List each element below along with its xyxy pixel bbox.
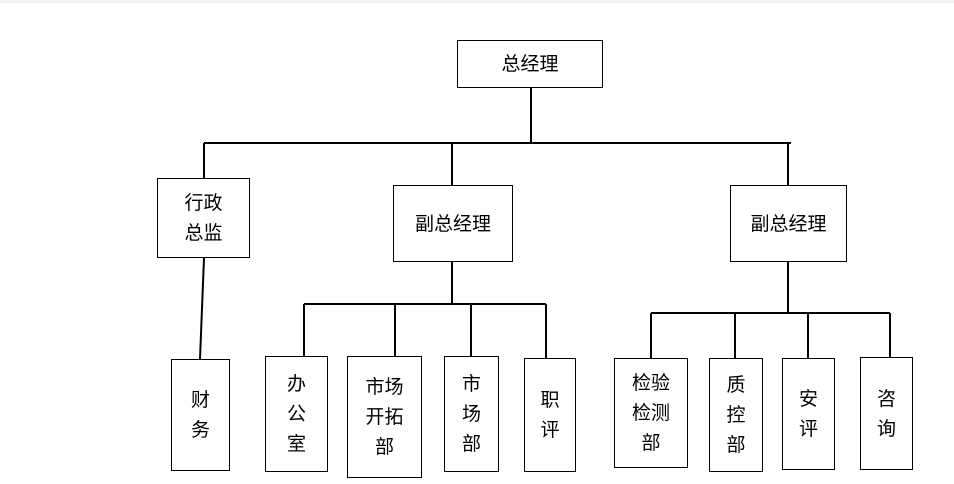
node-admin-director-label: 行政总监 — [184, 192, 223, 244]
connector-admin-to-finance — [199, 257, 205, 360]
node-safety-evaluation-label: 安评 — [798, 388, 818, 440]
node-safety-evaluation: 安评 — [782, 358, 835, 470]
node-admin-director: 行政总监 — [157, 178, 250, 258]
node-market-development: 市场开拓部 — [347, 356, 422, 478]
node-market-dept-label: 市场部 — [461, 373, 481, 455]
node-inspection-testing-label: 检验检测部 — [631, 372, 670, 454]
top-border — [0, 0, 954, 3]
node-deputy-gm-1: 副总经理 — [393, 185, 513, 262]
node-title-evaluation: 职评 — [524, 358, 576, 472]
node-finance: 财务 — [171, 359, 230, 471]
node-consulting: 咨询 — [860, 357, 913, 470]
node-quality-control: 质控部 — [709, 358, 763, 472]
node-inspection-testing: 检验检测部 — [614, 358, 688, 468]
node-deputy-gm-2: 副总经理 — [730, 185, 847, 262]
node-market-dept: 市场部 — [444, 356, 499, 472]
node-consulting-label: 咨询 — [876, 387, 896, 440]
node-finance-label: 财务 — [190, 389, 210, 441]
node-market-development-label: 市场开拓部 — [365, 376, 404, 458]
node-office-label: 办公室 — [286, 373, 306, 455]
node-office: 办公室 — [265, 356, 328, 472]
node-deputy-gm-2-label: 副总经理 — [750, 212, 827, 235]
node-title-evaluation-label: 职评 — [540, 389, 560, 441]
node-general-manager: 总经理 — [457, 40, 603, 88]
node-quality-control-label: 质控部 — [726, 374, 746, 456]
node-general-manager-label: 总经理 — [501, 53, 559, 75]
node-deputy-gm-1-label: 副总经理 — [414, 212, 491, 235]
